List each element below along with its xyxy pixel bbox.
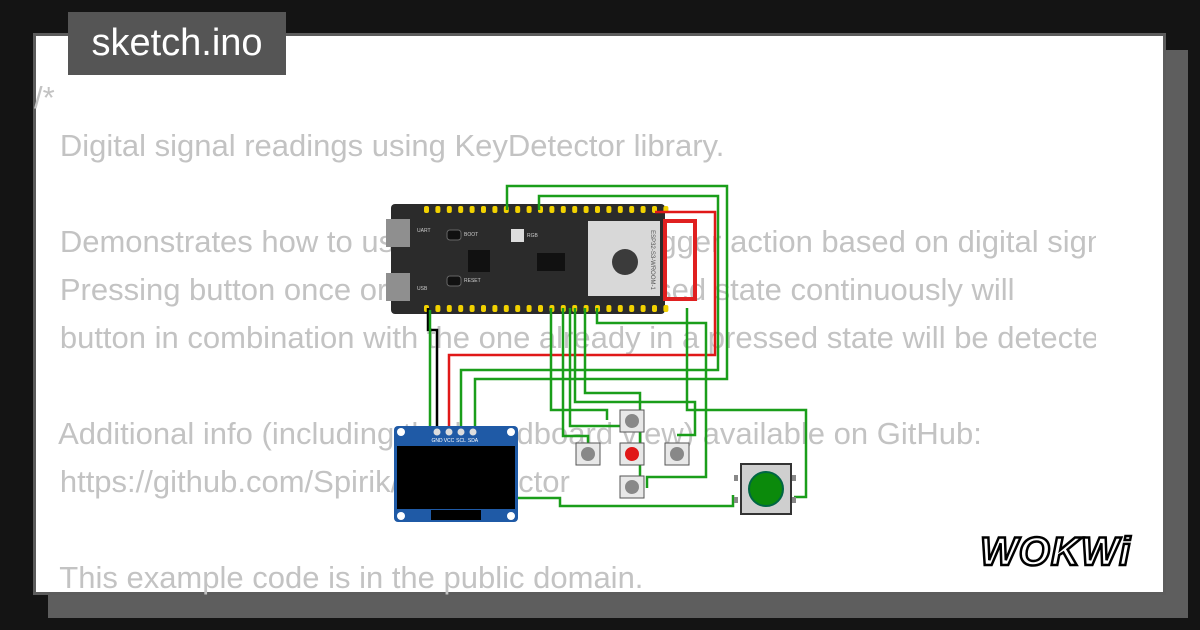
header-pin	[492, 305, 498, 312]
key-right-button	[664, 442, 690, 466]
header-pin	[549, 206, 555, 213]
header-pin	[617, 305, 623, 312]
uart-usb-port	[386, 219, 410, 247]
header-pin	[515, 305, 521, 312]
header-pin	[446, 305, 452, 312]
header-pin	[492, 206, 498, 213]
oled-pin	[469, 428, 477, 436]
header-pin	[503, 305, 509, 312]
reset-button	[446, 275, 462, 287]
usb-port	[386, 273, 410, 301]
header-pin	[458, 206, 464, 213]
header-pin	[629, 206, 635, 213]
svg-text:USB: USB	[417, 286, 428, 292]
header-pin	[640, 305, 646, 312]
oled-pin	[457, 428, 465, 436]
svg-text:RESET: RESET	[464, 278, 481, 284]
oled-pin	[433, 428, 441, 436]
header-pin	[640, 206, 646, 213]
header-pin	[469, 206, 475, 213]
boot-button	[446, 229, 462, 241]
keypad-buttons[interactable]	[575, 409, 690, 499]
header-pin	[458, 305, 464, 312]
code-line: This example code is in the public domai…	[34, 560, 644, 595]
file-tab[interactable]: sketch.ino	[68, 12, 286, 75]
header-pin	[663, 305, 669, 312]
chip	[468, 250, 490, 272]
code-line: /*	[34, 80, 55, 115]
svg-text:BOOT: BOOT	[464, 232, 478, 238]
key-left-button	[575, 442, 601, 466]
header-pins-top	[424, 206, 669, 213]
oled-pin-label: GND	[431, 438, 443, 444]
header-pin	[526, 305, 532, 312]
wokwi-logo: WOKWi	[979, 529, 1132, 575]
oled-screen	[397, 446, 515, 509]
svg-text:RGB: RGB	[527, 233, 539, 239]
header-pin	[469, 305, 475, 312]
header-pin	[424, 206, 429, 213]
key-center-button	[619, 442, 645, 466]
header-pin	[538, 305, 543, 312]
oled-pin-label: VCC	[444, 438, 455, 444]
oled-pin-label: SDA	[468, 438, 479, 444]
header-pin	[606, 305, 612, 312]
header-pin	[515, 206, 521, 213]
header-pin	[595, 206, 600, 213]
header-pin	[481, 305, 486, 312]
header-pin	[629, 305, 635, 312]
header-pin	[435, 305, 441, 312]
green-pushbutton[interactable]	[734, 463, 796, 515]
header-pin	[560, 206, 566, 213]
oled-pin	[445, 428, 453, 436]
header-pin	[606, 206, 612, 213]
key-up-button	[619, 409, 645, 433]
oled-pin-label: SCL	[456, 438, 466, 444]
header-pin	[572, 206, 578, 213]
wires	[426, 184, 808, 508]
svg-text:ESP32-S3-WROOM-1: ESP32-S3-WROOM-1	[649, 230, 655, 290]
header-pin	[446, 206, 452, 213]
rgb-led	[511, 229, 524, 242]
antenna	[663, 219, 697, 301]
esp32-board[interactable]: ESP32-S3-WROOM-1 BOOT RESET UART USB RGB	[386, 204, 697, 314]
svg-text:UART: UART	[417, 228, 431, 234]
code-line: Digital signal readings using KeyDetecto…	[34, 128, 725, 163]
espressif-logo-icon	[612, 249, 638, 275]
header-pin	[617, 206, 623, 213]
header-pin	[652, 305, 657, 312]
header-pin	[481, 206, 486, 213]
header-pin	[435, 206, 441, 213]
header-pin	[583, 206, 589, 213]
svg-text:WOKWi: WOKWi	[980, 530, 1131, 574]
key-down-button	[619, 475, 645, 499]
header-pin	[526, 206, 532, 213]
